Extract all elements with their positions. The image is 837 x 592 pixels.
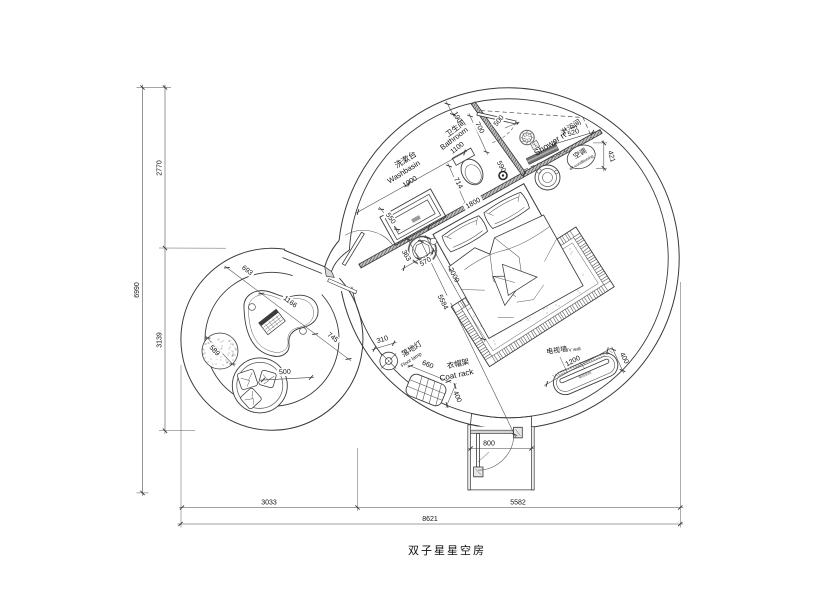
dim-714: 714 bbox=[452, 176, 464, 190]
label-mask bbox=[419, 358, 437, 372]
small-room-outer-wall bbox=[180, 247, 364, 431]
small-room-furniture bbox=[201, 290, 319, 414]
dim-520: 520 bbox=[567, 128, 580, 138]
label-mask bbox=[480, 439, 498, 448]
label-mask bbox=[238, 262, 256, 279]
tv-wall-group bbox=[552, 350, 619, 396]
dim-2770: 2770 bbox=[157, 160, 164, 176]
label-tvwall-en: TV wall bbox=[566, 346, 581, 353]
shower-enclosure-dashed bbox=[480, 110, 593, 171]
chair-pillow bbox=[240, 387, 262, 410]
washbasin-counter bbox=[384, 193, 442, 241]
label-coatrack-en: Coat rack bbox=[439, 367, 475, 383]
dim-570: 570 bbox=[419, 256, 433, 268]
washing-machine-group bbox=[534, 164, 561, 191]
dim-3033: 3033 bbox=[261, 500, 277, 507]
bathroom-partition-wall bbox=[470, 101, 527, 177]
dim-363: 363 bbox=[400, 249, 412, 263]
label-mask bbox=[563, 353, 583, 369]
dim-5582: 5582 bbox=[510, 500, 526, 507]
label-mask bbox=[276, 367, 294, 377]
label-coatrack-zh: 衣帽架 bbox=[446, 356, 471, 371]
dim-400-tv: 400 bbox=[618, 351, 630, 365]
floor-lamp-group bbox=[379, 351, 398, 371]
dim-3139: 3139 bbox=[157, 332, 164, 348]
shower-head bbox=[519, 129, 535, 146]
entrance-door-swing bbox=[478, 433, 515, 471]
dim-1000: 1000 bbox=[402, 175, 419, 189]
dim-590: 590 bbox=[495, 160, 507, 174]
washbasin-counter bbox=[379, 188, 447, 246]
label-mask bbox=[382, 209, 399, 228]
coat-rack-group bbox=[405, 373, 447, 407]
label-mask bbox=[437, 292, 458, 308]
label-mask bbox=[206, 342, 223, 360]
entrance-vestibule-group bbox=[467, 424, 535, 491]
dim-800: 800 bbox=[483, 441, 495, 448]
dim-6990: 6990 bbox=[134, 282, 141, 298]
dim-8621: 8621 bbox=[422, 516, 438, 523]
air-conditioner bbox=[566, 144, 596, 170]
pillow bbox=[483, 191, 530, 229]
dim-500-chair: 500 bbox=[279, 369, 291, 377]
tv-wall bbox=[552, 352, 619, 396]
tv-screen bbox=[559, 358, 610, 384]
label-mask bbox=[448, 265, 467, 281]
drain-590 bbox=[498, 170, 508, 181]
label-mask bbox=[565, 126, 582, 139]
dim-190: 190 bbox=[451, 111, 463, 125]
dimension-lines bbox=[136, 84, 684, 528]
label-tv-cabinet: 电视机柜 bbox=[578, 369, 593, 379]
dim-660: 660 bbox=[421, 360, 435, 371]
bed-group bbox=[432, 183, 584, 339]
chair-pillow bbox=[237, 369, 258, 390]
label-mask bbox=[280, 293, 300, 311]
dim-700: 700 bbox=[473, 121, 485, 135]
label-mask bbox=[472, 119, 487, 137]
air-conditioner-group bbox=[566, 144, 596, 170]
dim-310: 310 bbox=[376, 335, 389, 345]
washbasin-counter-group bbox=[379, 188, 447, 246]
dim-421: 421 bbox=[606, 150, 616, 163]
toilet-bowl bbox=[460, 158, 484, 186]
label-mask bbox=[462, 194, 484, 212]
label-tvwall-zh: 电视墙 bbox=[546, 344, 568, 356]
label-mask bbox=[491, 112, 507, 130]
corridor-junction bbox=[282, 230, 395, 295]
pillow bbox=[441, 215, 488, 253]
label-mask bbox=[399, 247, 414, 264]
label-mask bbox=[451, 174, 466, 192]
label-mask bbox=[417, 254, 435, 269]
label-mask bbox=[323, 329, 342, 346]
partition-wall-group bbox=[470, 101, 527, 177]
page-title: 双子星星空房 bbox=[408, 543, 486, 557]
dim-400-rack: 400 bbox=[451, 390, 462, 404]
toilet-group bbox=[451, 147, 484, 186]
